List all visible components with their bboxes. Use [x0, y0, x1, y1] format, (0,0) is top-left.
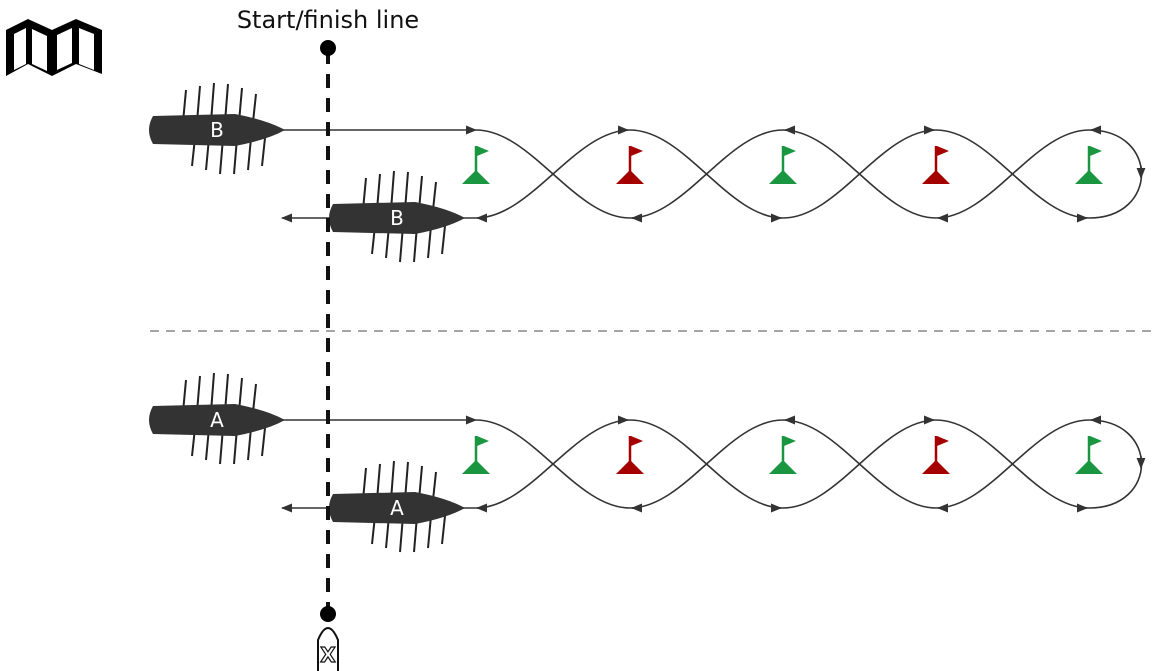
oar	[441, 225, 446, 255]
line-end-marker: X	[317, 627, 339, 671]
start-line-top-dot	[320, 40, 336, 56]
red-flag-icon	[616, 436, 644, 474]
oar	[432, 181, 437, 211]
boat-hull	[149, 404, 285, 436]
oar	[252, 93, 257, 123]
boat-label: B	[210, 118, 224, 142]
oar	[252, 383, 257, 413]
oar	[427, 515, 432, 549]
boat-label: B	[390, 206, 404, 230]
oar	[261, 137, 266, 167]
oar	[247, 427, 252, 461]
start-line-bottom-dot	[320, 606, 336, 622]
boat-A-outbound: A	[149, 372, 285, 465]
map-icon	[6, 19, 102, 76]
oar	[247, 137, 252, 171]
boat-B-return: B	[329, 170, 465, 263]
turn-loop	[1088, 129, 1143, 219]
green-flag-icon	[769, 436, 797, 474]
turn-loop	[1088, 419, 1143, 509]
slalom-path	[475, 419, 1090, 509]
boat-hull	[329, 492, 465, 524]
oar	[427, 225, 432, 259]
red-flag-icon	[922, 146, 950, 184]
green-flag-icon	[462, 436, 490, 474]
boat-label: A	[390, 496, 404, 520]
oar	[432, 471, 437, 501]
lane-A: AA	[149, 372, 1146, 553]
green-flag-icon	[769, 146, 797, 184]
slalom-path	[475, 129, 1090, 219]
oar	[441, 515, 446, 545]
line-end-marker-label: X	[320, 643, 336, 667]
slalom-path	[475, 419, 1090, 509]
boat-hull	[329, 202, 465, 234]
lane-B: BB	[149, 82, 1146, 263]
green-flag-icon	[1075, 146, 1103, 184]
start-finish-label: Start/finish line	[237, 6, 419, 34]
slalom-path	[475, 129, 1090, 219]
boat-label: A	[210, 408, 224, 432]
green-flag-icon	[1075, 436, 1103, 474]
boat-hull	[149, 114, 285, 146]
red-flag-icon	[922, 436, 950, 474]
boat-B-outbound: B	[149, 82, 285, 175]
green-flag-icon	[462, 146, 490, 184]
boat-A-return: A	[329, 460, 465, 553]
red-flag-icon	[616, 146, 644, 184]
oar	[261, 427, 266, 457]
